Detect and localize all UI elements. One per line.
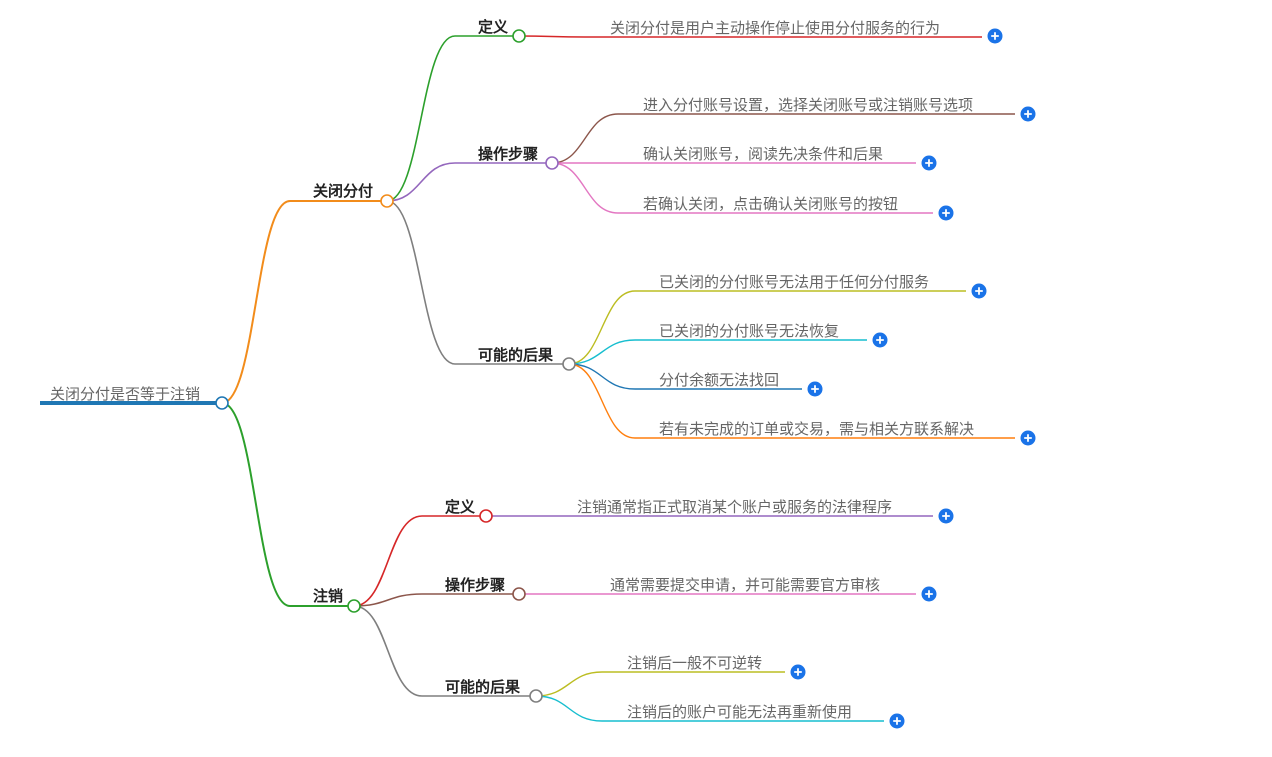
plus-icon[interactable] bbox=[1020, 430, 1036, 446]
branch-connector bbox=[221, 402, 291, 607]
sub-connector bbox=[353, 515, 423, 607]
leaf-node[interactable]: 已关闭的分付账号无法恢复 bbox=[635, 322, 888, 348]
plus-icon[interactable] bbox=[971, 283, 987, 299]
leaf-connector bbox=[568, 363, 636, 390]
leaf-label: 已关闭的分付账号无法用于任何分付服务 bbox=[659, 273, 929, 291]
root-collapse-dot[interactable] bbox=[215, 396, 229, 410]
sub-connector bbox=[353, 593, 423, 607]
leaf-node[interactable]: 若有未完成的订单或交易，需与相关方联系解决 bbox=[635, 420, 1036, 446]
leaf-label: 已关闭的分付账号无法恢复 bbox=[659, 322, 839, 340]
branch-label: 注销 bbox=[313, 587, 343, 605]
plus-icon[interactable] bbox=[872, 332, 888, 348]
plus-icon[interactable] bbox=[1020, 106, 1036, 122]
branch-collapse-dot[interactable] bbox=[380, 194, 394, 208]
branch-connector bbox=[221, 200, 291, 404]
leaf-node[interactable]: 分付余额无法找回 bbox=[635, 371, 823, 397]
root-node[interactable]: 关闭分付是否等于注销 bbox=[40, 385, 229, 410]
leaf-connector bbox=[568, 339, 636, 365]
plus-icon[interactable] bbox=[987, 28, 1003, 44]
sub-collapse-dot[interactable] bbox=[479, 509, 493, 523]
branch-node-cancel-account[interactable]: 注销 bbox=[290, 587, 361, 613]
leaf-connector bbox=[568, 290, 636, 365]
plus-icon[interactable] bbox=[938, 205, 954, 221]
sub-connector bbox=[386, 162, 456, 202]
plus-icon[interactable] bbox=[921, 155, 937, 171]
branch-collapse-dot[interactable] bbox=[347, 599, 361, 613]
leaf-connector bbox=[568, 363, 636, 439]
sub-node-consequences[interactable]: 可能的后果 bbox=[455, 346, 576, 371]
leaf-node[interactable]: 进入分付账号设置，选择关闭账号或注销账号选项 bbox=[618, 96, 1036, 122]
branch-label: 关闭分付 bbox=[313, 182, 373, 200]
nodes-layer: 关闭分付是否等于注销 关闭分付 注销 定义 操作步骤 可能的后果 bbox=[40, 18, 1036, 729]
sub-collapse-dot[interactable] bbox=[512, 29, 526, 43]
plus-icon[interactable] bbox=[807, 381, 823, 397]
plus-icon[interactable] bbox=[921, 586, 937, 602]
sub-label: 定义 bbox=[445, 498, 475, 516]
leaf-node[interactable]: 注销后的账户可能无法再重新使用 bbox=[602, 703, 905, 729]
sub-label: 可能的后果 bbox=[478, 346, 554, 364]
leaf-label: 通常需要提交申请，并可能需要官方审核 bbox=[610, 576, 880, 594]
sub-node-steps[interactable]: 操作步骤 bbox=[422, 576, 526, 601]
sub-collapse-dot[interactable] bbox=[562, 357, 576, 371]
plus-icon[interactable] bbox=[889, 713, 905, 729]
sub-label: 定义 bbox=[478, 18, 508, 36]
sub-label: 操作步骤 bbox=[445, 576, 505, 594]
leaf-node[interactable]: 若确认关闭，点击确认关闭账号的按钮 bbox=[618, 195, 954, 221]
leaf-label: 关闭分付是用户主动操作停止使用分付服务的行为 bbox=[610, 19, 940, 37]
plus-icon[interactable] bbox=[790, 664, 806, 680]
leaf-node[interactable]: 通常需要提交申请，并可能需要官方审核 bbox=[585, 576, 937, 602]
leaf-connector bbox=[535, 695, 603, 722]
sub-connector bbox=[353, 605, 423, 697]
leaf-connector bbox=[518, 35, 586, 38]
root-label: 关闭分付是否等于注销 bbox=[50, 385, 200, 403]
sub-collapse-dot[interactable] bbox=[529, 689, 543, 703]
leaf-label: 确认关闭账号，阅读先决条件和后果 bbox=[643, 145, 883, 163]
leaf-label: 注销通常指正式取消某个账户或服务的法律程序 bbox=[577, 498, 892, 516]
links-layer bbox=[221, 35, 636, 722]
sub-collapse-dot[interactable] bbox=[545, 156, 559, 170]
leaf-label: 注销后一般不可逆转 bbox=[627, 654, 762, 672]
sub-label: 操作步骤 bbox=[478, 145, 538, 163]
sub-node-steps[interactable]: 操作步骤 bbox=[455, 145, 559, 170]
sub-node-consequences[interactable]: 可能的后果 bbox=[422, 678, 543, 703]
leaf-node[interactable]: 已关闭的分付账号无法用于任何分付服务 bbox=[635, 273, 987, 299]
leaf-connector bbox=[551, 162, 619, 214]
sub-label: 可能的后果 bbox=[445, 678, 521, 696]
sub-connector bbox=[386, 200, 456, 365]
leaf-label: 进入分付账号设置，选择关闭账号或注销账号选项 bbox=[643, 96, 973, 114]
branch-node-close-payment[interactable]: 关闭分付 bbox=[290, 182, 394, 208]
sub-node-definition[interactable]: 定义 bbox=[422, 498, 493, 523]
leaf-node[interactable]: 注销通常指正式取消某个账户或服务的法律程序 bbox=[552, 498, 954, 524]
leaf-node[interactable]: 注销后一般不可逆转 bbox=[602, 654, 806, 680]
leaf-connector bbox=[535, 671, 603, 697]
leaf-label: 注销后的账户可能无法再重新使用 bbox=[627, 703, 852, 721]
leaf-connector bbox=[551, 113, 619, 164]
leaf-label: 若有未完成的订单或交易，需与相关方联系解决 bbox=[659, 420, 974, 438]
sub-connector bbox=[386, 35, 456, 202]
leaf-label: 若确认关闭，点击确认关闭账号的按钮 bbox=[643, 195, 898, 213]
leaf-node[interactable]: 关闭分付是用户主动操作停止使用分付服务的行为 bbox=[585, 19, 1003, 44]
leaf-node[interactable]: 确认关闭账号，阅读先决条件和后果 bbox=[618, 145, 937, 171]
sub-collapse-dot[interactable] bbox=[512, 587, 526, 601]
plus-icon[interactable] bbox=[938, 508, 954, 524]
leaf-label: 分付余额无法找回 bbox=[659, 371, 779, 389]
sub-node-definition[interactable]: 定义 bbox=[455, 18, 526, 43]
